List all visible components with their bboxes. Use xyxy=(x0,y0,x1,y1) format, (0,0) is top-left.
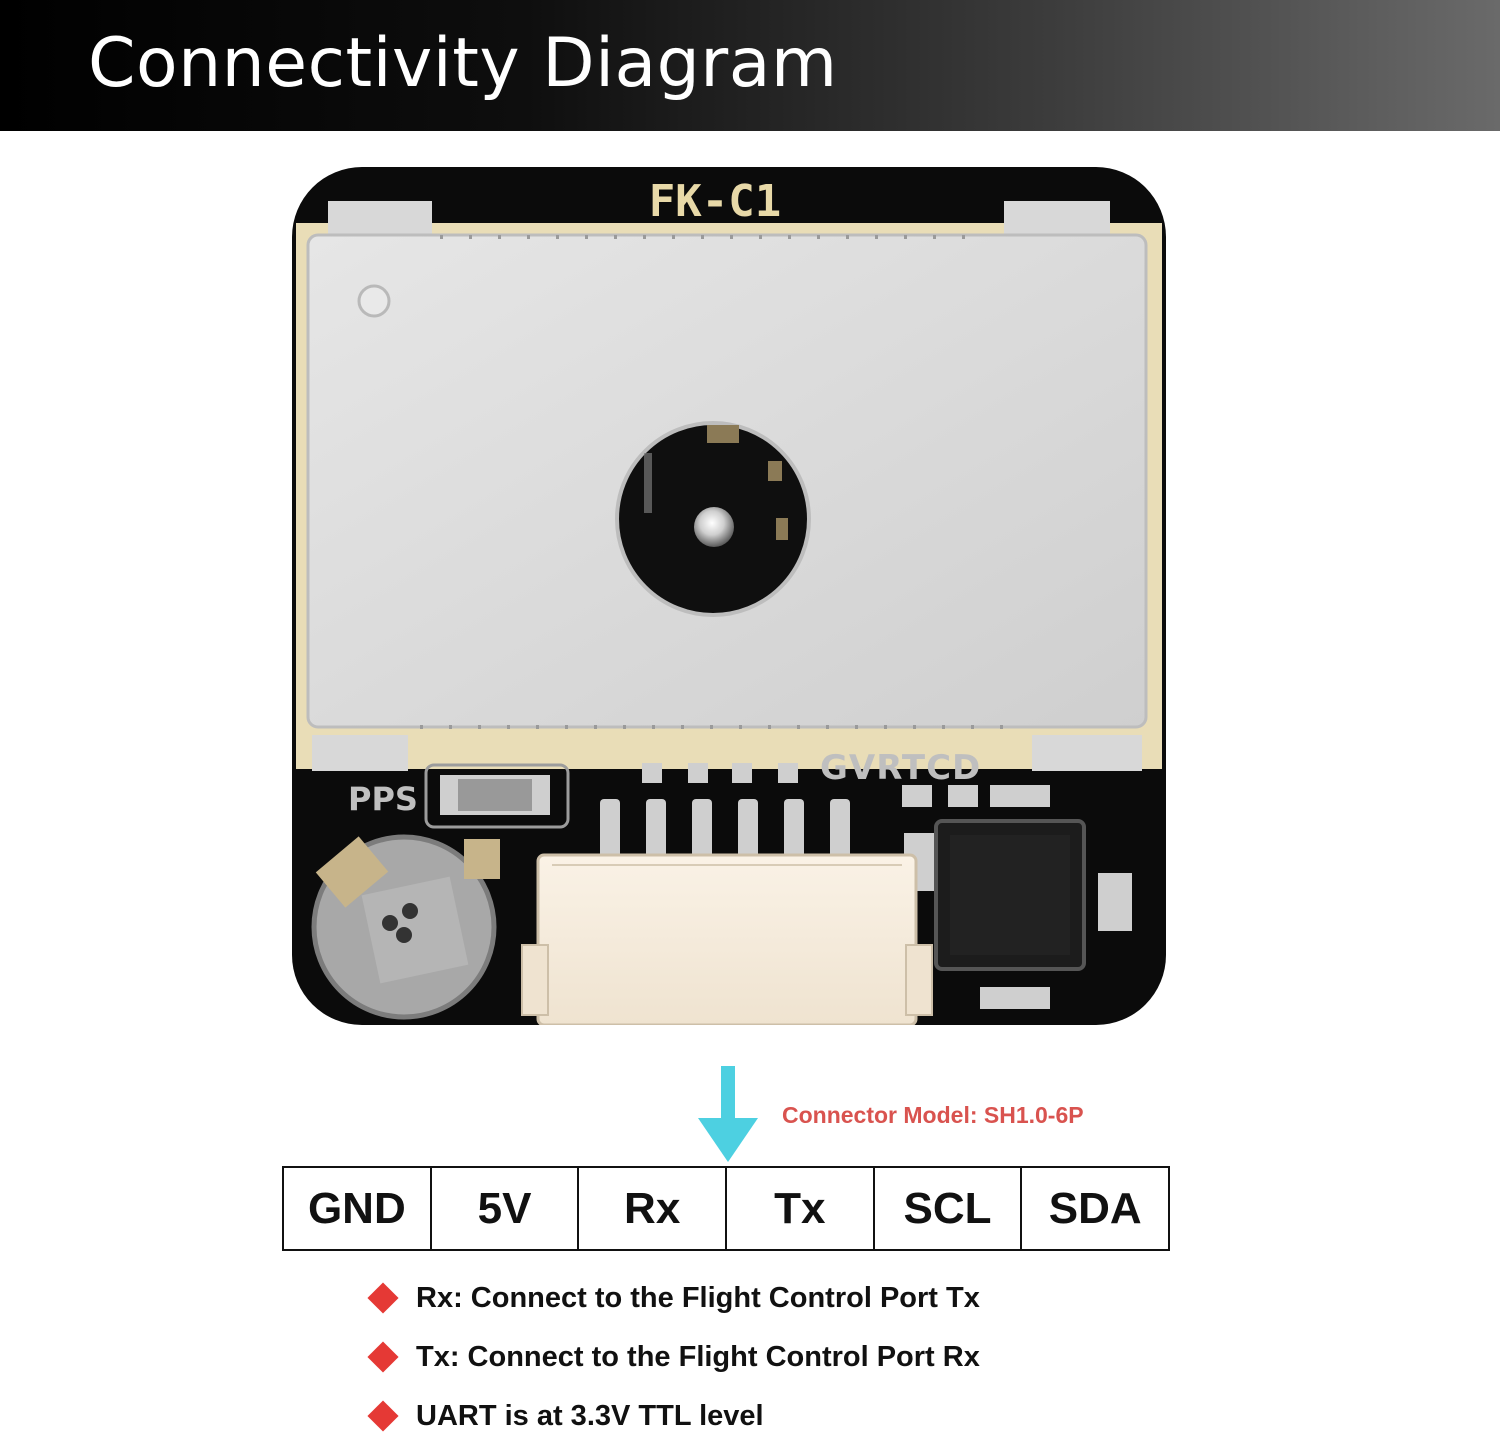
diamond-bullet-icon xyxy=(367,1341,399,1373)
note-item: UART is at 3.3V TTL level xyxy=(366,1396,980,1436)
connector-model-label: Connector Model: SH1.0-6P xyxy=(782,1102,1084,1128)
connector-pins xyxy=(600,799,850,869)
gps-module-illustration: FK-C1 PPS GVRTCD xyxy=(290,165,1170,1025)
shield-pad xyxy=(1004,201,1110,235)
note-item: Tx: Connect to the Flight Control Port R… xyxy=(366,1337,980,1377)
arrow-down-icon xyxy=(698,1066,758,1162)
note-item: Rx: Connect to the Flight Control Port T… xyxy=(366,1278,980,1318)
shield-pad xyxy=(1032,735,1142,771)
shield-pad xyxy=(328,201,432,235)
sh-connector-housing xyxy=(536,853,918,1025)
note-text: UART is at 3.3V TTL level xyxy=(416,1399,764,1432)
center-led xyxy=(694,507,734,547)
notes-list: Rx: Connect to the Flight Control Port T… xyxy=(366,1278,980,1455)
shield-pad xyxy=(312,735,408,771)
pps-label: PPS xyxy=(348,780,418,818)
pin-gnd: GND xyxy=(307,1183,406,1233)
pin-silkscreen: GVRTCD xyxy=(820,748,981,788)
header-banner: Connectivity Diagram xyxy=(0,0,1500,131)
pin-rx: Rx xyxy=(577,1168,725,1249)
shield-marker-dot xyxy=(357,284,391,318)
diamond-bullet-icon xyxy=(367,1282,399,1314)
note-text: Tx: Connect to the Flight Control Port R… xyxy=(416,1340,980,1373)
pinout-table: GND 5V Rx Tx SCL SDA xyxy=(282,1166,1170,1251)
pin-tx: Tx xyxy=(725,1168,873,1249)
pin-sda: SDA xyxy=(1020,1168,1168,1249)
diamond-bullet-icon xyxy=(367,1400,399,1432)
pin-scl: SCL xyxy=(872,1168,1021,1249)
page-title: Connectivity Diagram xyxy=(88,24,838,103)
note-text: Rx: Connect to the Flight Control Port T… xyxy=(416,1281,980,1314)
pin-5v: 5V xyxy=(429,1168,578,1249)
board-model-label: FK-C1 xyxy=(649,176,781,227)
